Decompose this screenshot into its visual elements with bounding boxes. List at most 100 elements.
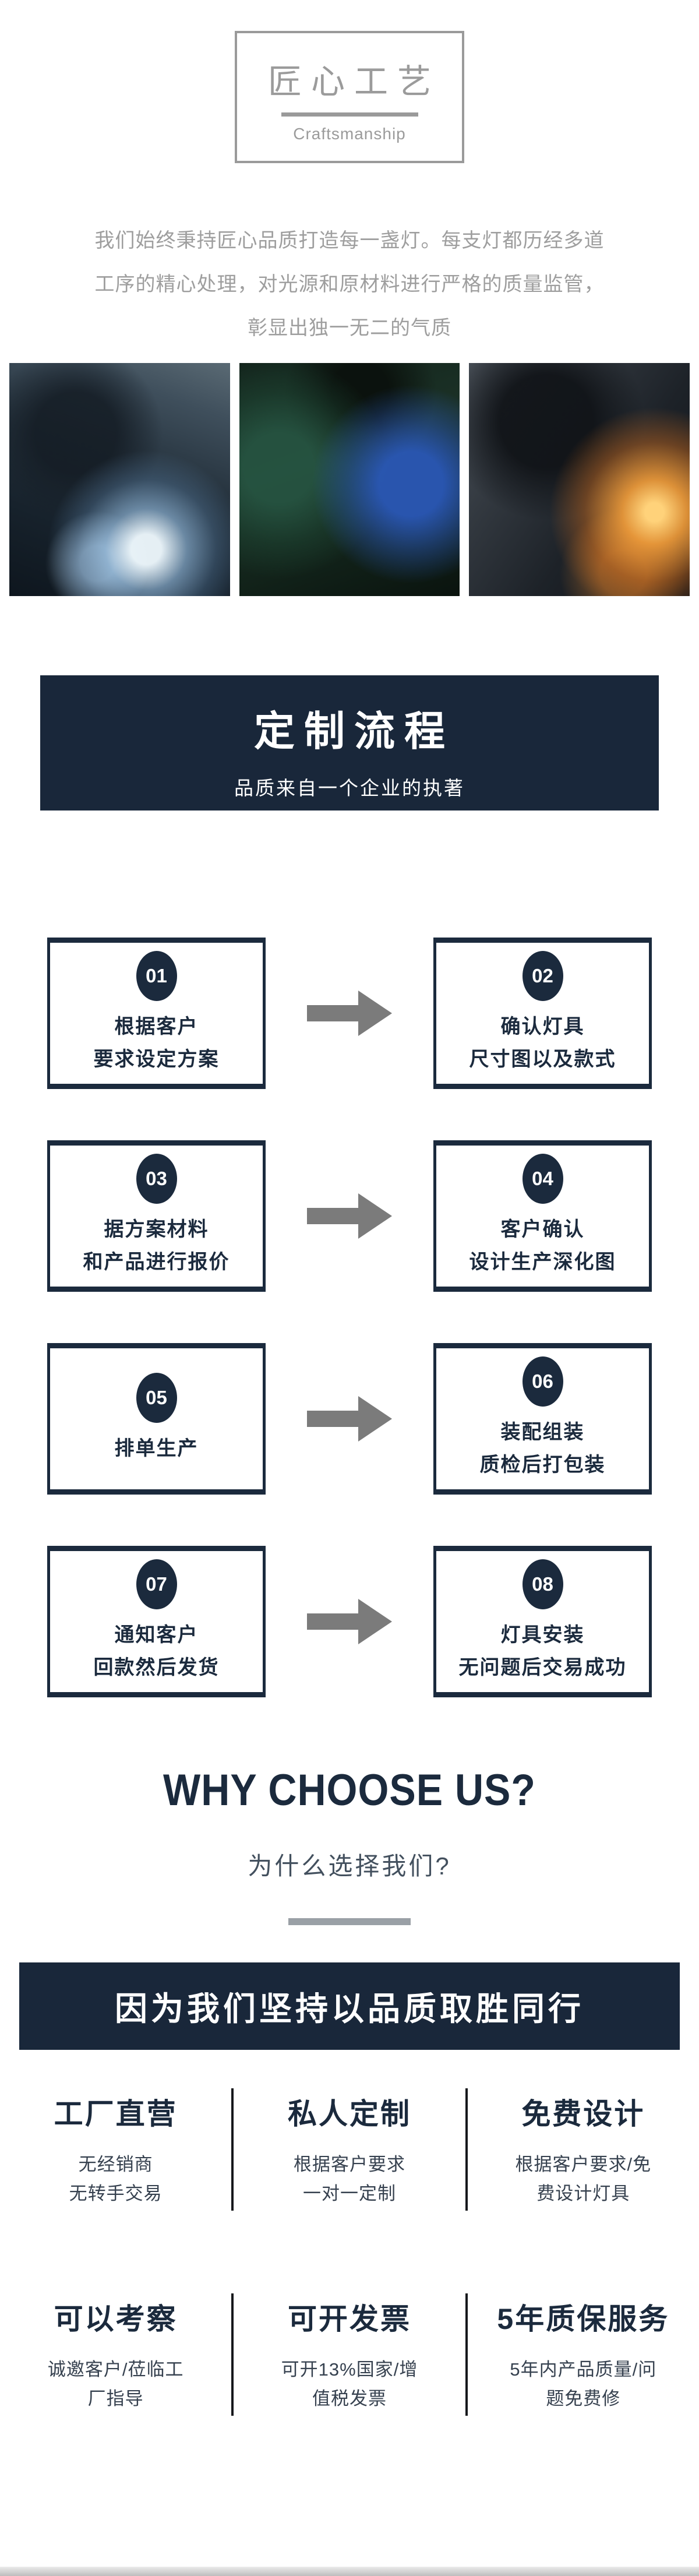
card-divider: [281, 112, 418, 117]
step-line: 灯具安装: [500, 1624, 585, 1646]
product-detail-page: 匠心工艺 Craftsmanship 我们始终秉持匠心品质打造每一盏灯。每支灯都…: [0, 31, 699, 2576]
arrow-shaft: [307, 1005, 358, 1021]
step-box-03: 03 据方案材料 和产品进行报价: [47, 1140, 266, 1292]
step-text: 装配组装 质检后打包装: [480, 1416, 606, 1481]
step-text: 通知客户 回款然后发货: [94, 1619, 220, 1684]
flow-row-4: 07 通知客户 回款然后发货 08 灯具安装 无问题后交易成功: [0, 1546, 699, 1697]
step-number-badge: 08: [522, 1559, 563, 1609]
feature-title: 可开发票: [287, 2303, 411, 2335]
arrow-right-icon: [266, 1599, 433, 1644]
step-number-badge: 01: [136, 951, 177, 1001]
feature-invoice: 可开发票 可开13%国家/增 值税发票: [234, 2290, 465, 2419]
feature-desc: 可开13%国家/增 值税发票: [281, 2359, 418, 2409]
flow-row-2: 03 据方案材料 和产品进行报价 04 客户确认 设计生产深化图: [0, 1140, 699, 1292]
column-divider: [465, 2088, 468, 2211]
step-box-04: 04 客户确认 设计生产深化图: [433, 1140, 652, 1292]
step-line: 客户确认: [500, 1218, 585, 1241]
feature-title: 私人定制: [287, 2098, 411, 2130]
feature-desc: 根据客户要求/免 费设计灯具: [515, 2154, 652, 2204]
craftsmanship-title: 匠心工艺: [267, 63, 440, 101]
features-row-2: 可以考察 诚邀客户/莅临工 厂指导 可开发票 可开13%国家/增 值税发票 5年…: [0, 2290, 699, 2419]
intro-paragraph: 我们始终秉持匠心品质打造每一盏灯。每支灯都历经多道 工序的精心处理，对光源和原材…: [94, 230, 605, 339]
section-divider-bar: [288, 1918, 411, 1925]
step-line: 排单生产: [114, 1437, 199, 1460]
arrow-shaft: [307, 1411, 358, 1427]
step-line: 无问题后交易成功: [458, 1657, 627, 1679]
step-line: 设计生产深化图: [469, 1251, 616, 1273]
step-box-02: 02 确认灯具 尺寸图以及款式: [433, 938, 652, 1089]
feature-free-design: 免费设计 根据客户要求/免 费设计灯具: [468, 2085, 699, 2214]
craftsmanship-card: 匠心工艺 Craftsmanship: [235, 31, 464, 163]
column-divider: [465, 2293, 468, 2416]
flow-row-3: 05 排单生产 06 装配组装 质检后打包装: [0, 1343, 699, 1495]
quality-banner-text: 因为我们坚持以品质取胜同行: [115, 1990, 584, 2027]
step-text: 根据客户 要求设定方案: [94, 1010, 220, 1076]
process-flow-diagram: 01 根据客户 要求设定方案 02 确认灯具 尺寸图以及款式 03: [0, 938, 699, 1697]
arrow-shaft: [307, 1208, 358, 1224]
feature-title: 可以考察: [54, 2303, 178, 2335]
step-box-07: 07 通知客户 回款然后发货: [47, 1546, 266, 1697]
step-text: 据方案材料 和产品进行报价: [83, 1213, 230, 1278]
feature-title: 5年质保服务: [497, 2303, 670, 2335]
step-line: 据方案材料: [104, 1218, 209, 1241]
arrow-right-icon: [266, 1193, 433, 1239]
step-line: 质检后打包装: [479, 1454, 606, 1476]
step-line: 装配组装: [500, 1421, 585, 1443]
feature-desc: 诚邀客户/莅临工 厂指导: [47, 2359, 184, 2409]
step-number-badge: 02: [522, 951, 563, 1001]
quality-banner: 因为我们坚持以品质取胜同行: [19, 1962, 680, 2050]
factory-photos-row: [0, 363, 699, 596]
feature-factory-direct: 工厂直营 无经销商 无转手交易: [0, 2085, 231, 2214]
arrow-shaft: [307, 1613, 358, 1630]
feature-factory-visit: 可以考察 诚邀客户/莅临工 厂指导: [0, 2290, 231, 2419]
process-banner: 定制流程 品质来自一个企业的执著: [40, 675, 659, 810]
step-line: 回款然后发货: [93, 1657, 220, 1679]
step-line: 根据客户: [114, 1016, 199, 1038]
column-divider: [231, 2088, 234, 2211]
process-banner-title: 定制流程: [254, 709, 454, 754]
step-box-01: 01 根据客户 要求设定方案: [47, 938, 266, 1089]
step-number-badge: 04: [522, 1154, 563, 1204]
feature-private-custom: 私人定制 根据客户要求 一对一定制: [234, 2085, 465, 2214]
feature-desc: 无经销商 无转手交易: [69, 2154, 163, 2204]
feature-desc: 5年内产品质量/问 题免费修: [510, 2359, 657, 2409]
features-section: 工厂直营 无经销商 无转手交易 私人定制 根据客户要求 一对一定制 免费设计 根…: [0, 2085, 699, 2419]
why-choose-us-subheading: 为什么选择我们?: [248, 1852, 451, 1880]
features-row-1: 工厂直营 无经销商 无转手交易 私人定制 根据客户要求 一对一定制 免费设计 根…: [0, 2085, 699, 2214]
step-number-badge: 05: [136, 1373, 177, 1423]
step-line: 尺寸图以及款式: [469, 1048, 616, 1070]
why-choose-us-heading: WHY CHOOSE US?: [163, 1765, 536, 1815]
step-box-06: 06 装配组装 质检后打包装: [433, 1343, 652, 1495]
step-box-05: 05 排单生产: [47, 1343, 266, 1495]
step-number-badge: 06: [522, 1356, 563, 1407]
flow-row-1: 01 根据客户 要求设定方案 02 确认灯具 尺寸图以及款式: [0, 938, 699, 1089]
feature-title: 工厂直营: [54, 2098, 178, 2130]
process-banner-subtitle: 品质来自一个企业的执著: [234, 777, 465, 799]
arrow-right-icon: [266, 1396, 433, 1442]
step-line: 确认灯具: [500, 1016, 585, 1038]
feature-desc: 根据客户要求 一对一定制: [293, 2154, 405, 2204]
photo-worker-green-machine: [239, 363, 460, 596]
arrow-head: [358, 1599, 392, 1644]
step-text: 排单生产: [115, 1432, 199, 1465]
arrow-head: [358, 1193, 392, 1239]
step-line: 通知客户: [114, 1624, 199, 1646]
craftsmanship-subtitle: Craftsmanship: [293, 125, 406, 143]
step-line: 要求设定方案: [93, 1048, 220, 1070]
photo-welding-blue-sparks: [9, 363, 230, 596]
step-text: 客户确认 设计生产深化图: [469, 1213, 616, 1278]
step-text: 灯具安装 无问题后交易成功: [459, 1619, 627, 1684]
photo-grinding-orange-sparks: [469, 363, 690, 596]
arrow-head: [358, 991, 392, 1036]
arrow-head: [358, 1396, 392, 1442]
step-number-badge: 07: [136, 1559, 177, 1609]
step-line: 和产品进行报价: [83, 1251, 230, 1273]
feature-warranty: 5年质保服务 5年内产品质量/问 题免费修: [468, 2290, 699, 2419]
page-bottom-edge: [0, 2567, 699, 2576]
step-text: 确认灯具 尺寸图以及款式: [469, 1010, 616, 1076]
column-divider: [231, 2293, 234, 2416]
step-box-08: 08 灯具安装 无问题后交易成功: [433, 1546, 652, 1697]
step-number-badge: 03: [136, 1154, 177, 1204]
feature-title: 免费设计: [521, 2098, 645, 2130]
arrow-right-icon: [266, 991, 433, 1036]
